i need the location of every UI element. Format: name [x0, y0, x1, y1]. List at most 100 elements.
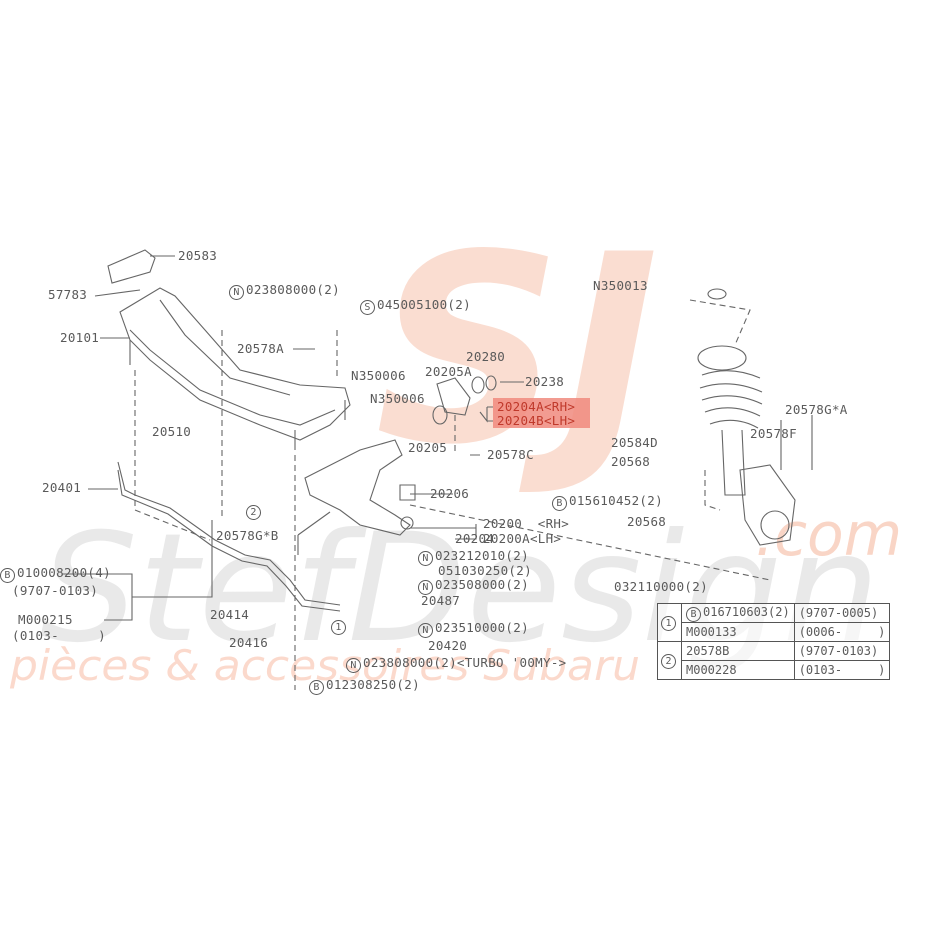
part-number: 20414 — [210, 607, 250, 622]
part-label-20204a: 20204A<RH> — [497, 400, 575, 414]
part-label-n350006b: N350006 — [370, 392, 425, 406]
part-label-20205a: 20205A — [425, 365, 472, 379]
part-number: 20200A<LH> — [483, 531, 562, 546]
part-label-20568b: 20568 — [627, 515, 666, 529]
part-number: 20204 — [455, 531, 495, 546]
part-label-20204b: 20204B<LH> — [497, 414, 575, 428]
part-label-20101: 20101 — [60, 331, 99, 345]
part-label-57783: 57783 — [48, 288, 87, 302]
part-number: 20568 — [627, 514, 667, 529]
part-number: 20416 — [229, 635, 269, 650]
table-row: M000228 (0103- ) — [658, 660, 891, 680]
part-number: 20200 <RH> — [483, 516, 570, 531]
part-number: 20583 — [178, 248, 218, 263]
part-number: M000215 — [18, 612, 73, 627]
part-number: (0103- ) — [12, 628, 106, 643]
part-label-032110000: 032110000(2) — [614, 580, 708, 594]
part-label-ref2: 2 — [246, 503, 263, 520]
part-number: 016710603(2) — [703, 604, 790, 619]
strut-assembly — [697, 288, 796, 546]
part-number: 023808000(2) — [246, 282, 340, 297]
ref-number: 1 — [661, 616, 676, 631]
part-number: 023808000(2)<TURBO '00MY-> — [363, 655, 567, 670]
part-label-n350013: N350013 — [593, 279, 648, 293]
part-label-051030250: 051030250(2) — [438, 564, 532, 578]
dashed-leaders — [134, 299, 771, 690]
prefix-badge: N — [418, 623, 433, 638]
prefix-badge: N — [229, 285, 244, 300]
part-number: 20487 — [421, 593, 461, 608]
part-number: 023510000(2) — [435, 620, 529, 635]
part-number: 20420 — [428, 638, 468, 653]
part-number: 012308250(2) — [326, 677, 420, 692]
part-label-20487: 20487 — [421, 594, 460, 608]
leader-lines — [62, 255, 813, 621]
lower-arm-20200 — [304, 439, 416, 536]
part-number: 20238 — [525, 374, 565, 389]
part-label-20578gb: 20578G*B — [216, 529, 279, 543]
highlight-20204 — [493, 398, 590, 428]
part-label-20414: 20414 — [210, 608, 249, 622]
part-label-20578f: 20578F — [750, 427, 797, 441]
part-number: 20205A — [425, 364, 472, 379]
part-label-20578ga: 20578G*A — [785, 403, 848, 417]
part-label-20578a: 20578A — [237, 342, 284, 356]
range-cell: (0103- ) — [793, 660, 891, 680]
table-row: M000133 (0006- ) — [658, 622, 891, 642]
prefix-badge: B — [552, 496, 567, 511]
part-number: 023508000(2) — [435, 577, 529, 592]
part-label-n350006a: N350006 — [351, 369, 406, 383]
ref-cell: 2 — [657, 641, 682, 680]
watermark-logo: SJ — [375, 200, 659, 502]
prefix-badge: B — [686, 606, 701, 622]
part-number: 20578A — [237, 341, 284, 356]
part-label-20584d: 20584D — [611, 436, 658, 450]
part-number: 023212010(2) — [435, 548, 529, 563]
part-label-20205: 20205 — [408, 441, 447, 455]
part-number: 57783 — [48, 287, 88, 302]
prefix-badge: S — [360, 300, 375, 315]
part-number: 015610452(2) — [569, 493, 663, 508]
part-number: 20205 — [408, 440, 448, 455]
part-label-range1: (9707-0103) — [12, 584, 98, 598]
part-number: N350013 — [593, 278, 648, 293]
part-label-20583: 20583 — [178, 249, 217, 263]
prefix-badge: N — [418, 551, 433, 566]
prefix-badge: 1 — [331, 620, 346, 635]
table-row: 2 20578B (9707-0103) — [657, 641, 891, 680]
part-label-range2: (0103- ) — [12, 629, 106, 643]
part-label-20280: 20280 — [466, 350, 505, 364]
prefix-badge: B — [0, 568, 15, 583]
part-label-20510: 20510 — [152, 425, 191, 439]
ref-cell: 1 — [657, 603, 682, 642]
part-cell: M000228 — [681, 660, 795, 680]
prefix-badge: N — [418, 580, 433, 595]
part-number: 20204A<RH> — [497, 399, 576, 414]
part-number: 20204B<LH> — [497, 413, 576, 428]
part-label-20578c: 20578C — [487, 448, 534, 462]
part-number: (9707-0103) — [12, 583, 99, 598]
part-number: 20578G*B — [216, 528, 279, 543]
ref-number: 2 — [661, 654, 676, 669]
part-label-20204: 20204 — [455, 532, 494, 546]
part-number: 010008200(4) — [17, 565, 111, 580]
part-number: N350006 — [351, 368, 406, 383]
part-number: 032110000(2) — [614, 579, 708, 594]
part-number: 20280 — [466, 349, 506, 364]
bushing-20204 — [432, 375, 497, 425]
prefix-badge: 2 — [246, 505, 261, 520]
part-number: N350006 — [370, 391, 425, 406]
